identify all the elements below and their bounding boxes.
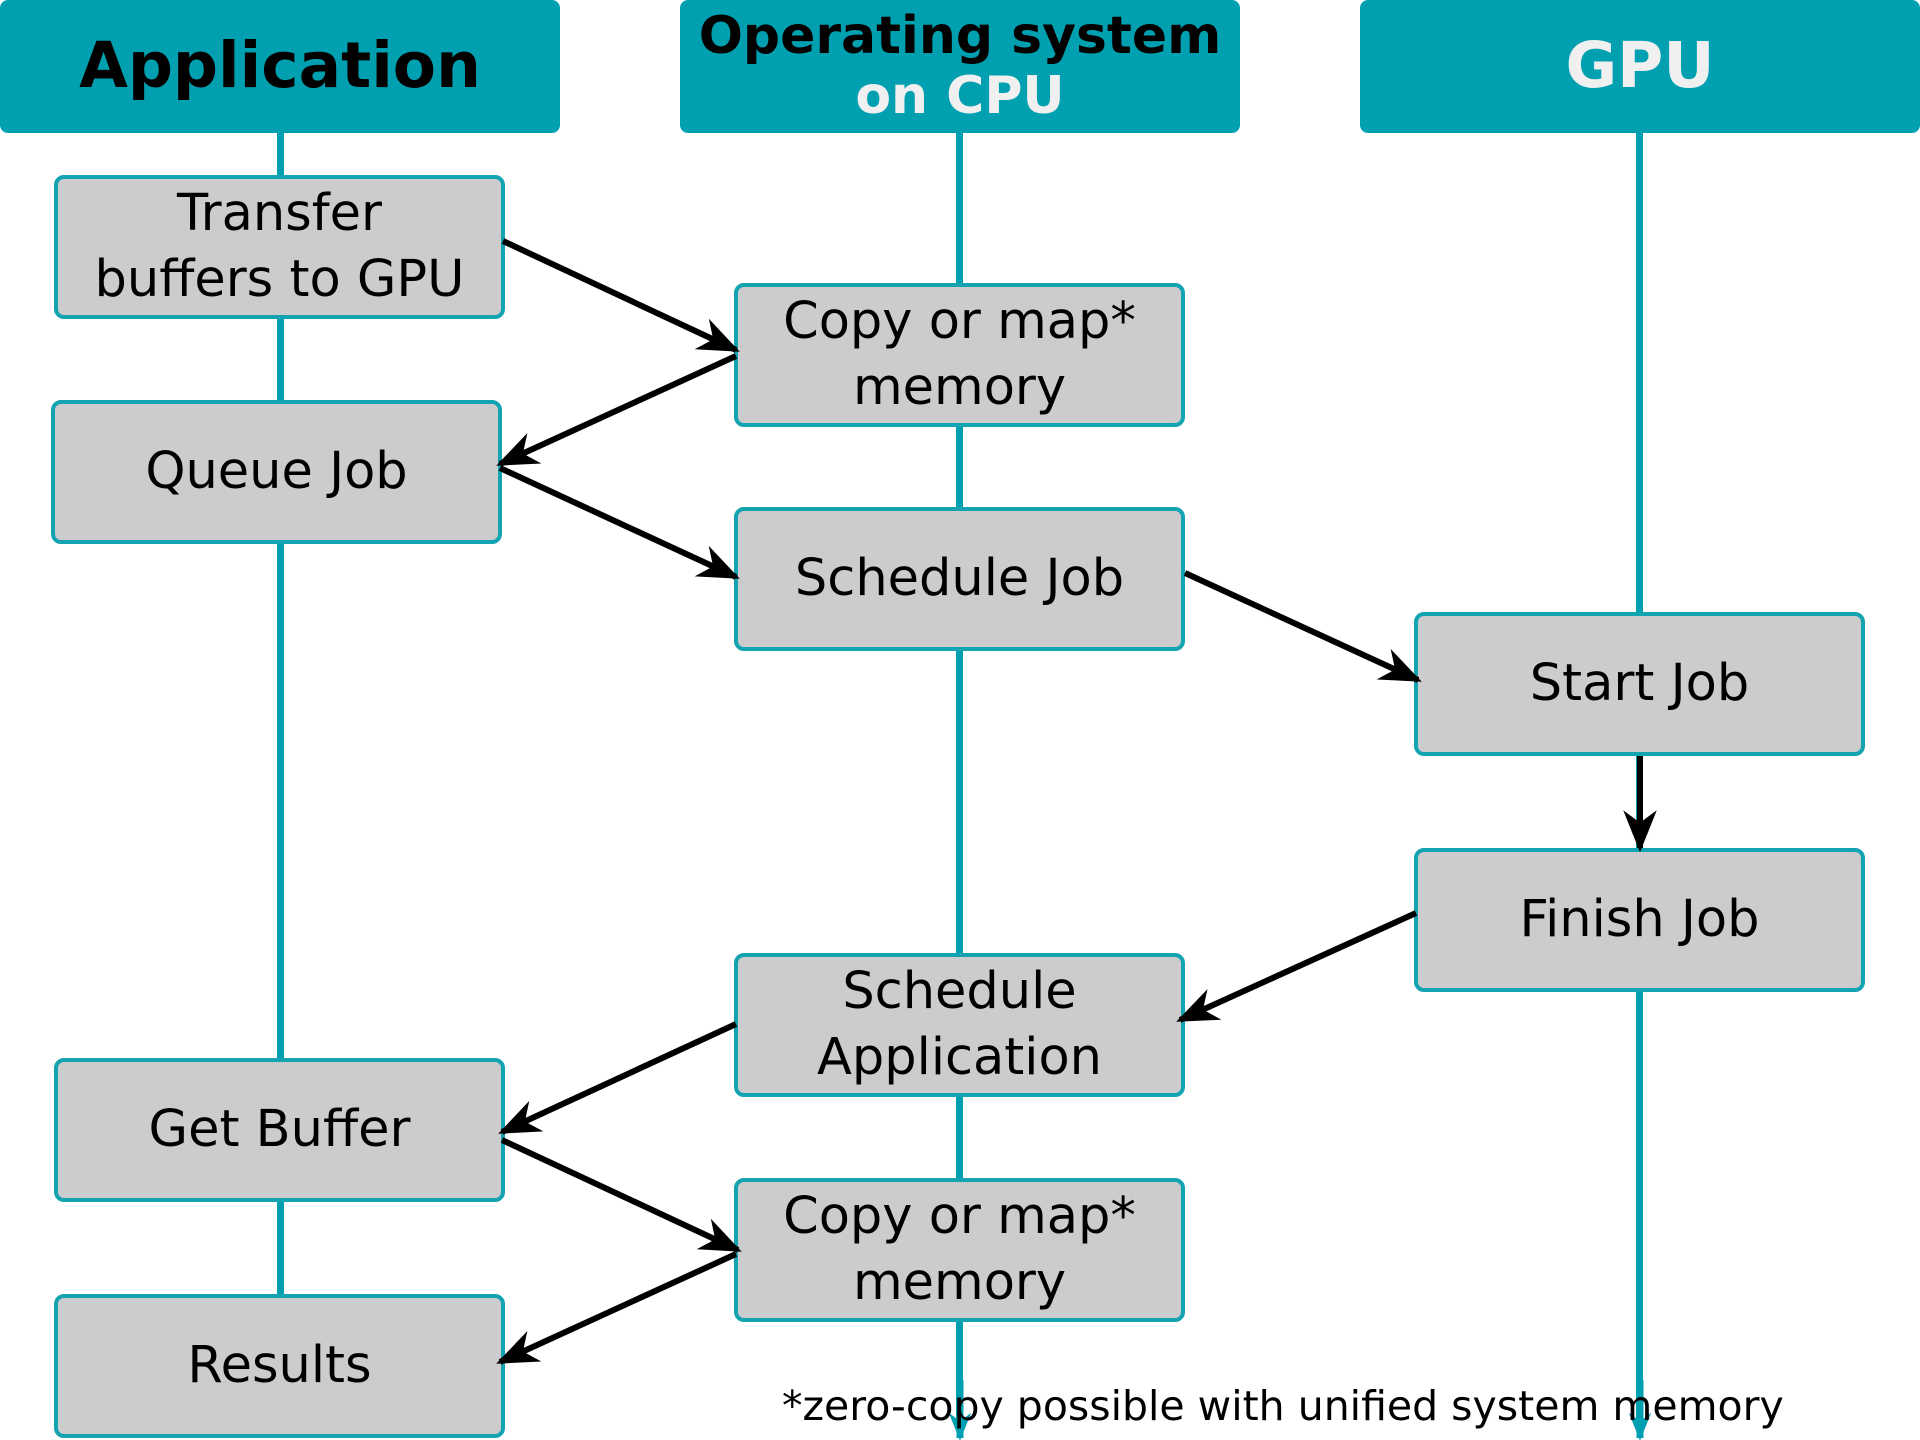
step-finish-job: Finish Job <box>1414 848 1865 992</box>
step-queue-job: Queue Job <box>51 400 502 544</box>
step-label: Schedule Job <box>794 548 1125 608</box>
step-label: memory <box>852 358 1067 417</box>
lane-line-gpu <box>1636 130 1643 1420</box>
step-label: Start Job <box>1529 653 1750 713</box>
arrow-get-buffer-to-copy <box>500 1137 742 1253</box>
step-label: Queue Job <box>145 441 408 501</box>
step-label: Schedule <box>842 961 1077 1021</box>
arrow-transfer-to-copy <box>501 238 740 353</box>
arrow-copy-to-queue <box>496 353 738 467</box>
step-label: Results <box>187 1335 372 1395</box>
step-label: Copy or map* <box>783 291 1136 351</box>
lane-header-title: Operating system <box>698 5 1222 66</box>
arrow-schedule-app-to-get-buffer <box>498 1021 738 1135</box>
step-transfer-buffers: Transfer buffers to GPU <box>54 175 505 319</box>
step-get-buffer: Get Buffer <box>54 1058 505 1202</box>
step-label: Finish Job <box>1519 889 1760 949</box>
step-start-job: Start Job <box>1414 612 1865 756</box>
lane-header-title: GPU <box>1565 29 1715 103</box>
arrow-queue-to-schedule <box>498 465 740 580</box>
lane-line-application <box>277 130 284 1310</box>
lane-header-application: Application <box>0 0 560 133</box>
step-label: Copy or map* <box>783 1186 1136 1246</box>
lane-header-os: Operating system on CPU <box>680 0 1240 133</box>
step-schedule-application: Schedule Application <box>734 953 1185 1097</box>
lane-header-gpu: GPU <box>1360 0 1920 133</box>
step-label: Get Buffer <box>148 1099 411 1159</box>
lane-header-title: Application <box>79 29 481 103</box>
step-schedule-job: Schedule Job <box>734 507 1185 651</box>
arrow-copy-to-results <box>496 1251 738 1365</box>
step-label: buffers to GPU <box>94 250 465 309</box>
step-copy-map-memory-1: Copy or map* memory <box>734 283 1185 427</box>
step-results: Results <box>54 1294 505 1438</box>
step-label: Application <box>817 1028 1102 1087</box>
lane-line-os <box>956 130 963 1420</box>
arrow-finish-to-schedule-app <box>1176 910 1418 1023</box>
step-copy-map-memory-2: Copy or map* memory <box>734 1178 1185 1322</box>
step-label: Transfer <box>176 183 383 243</box>
arrow-schedule-to-start <box>1183 570 1422 683</box>
footnote: *zero-copy possible with unified system … <box>782 1382 1784 1430</box>
step-label: memory <box>852 1253 1067 1312</box>
lane-header-subtitle: on CPU <box>855 65 1065 126</box>
